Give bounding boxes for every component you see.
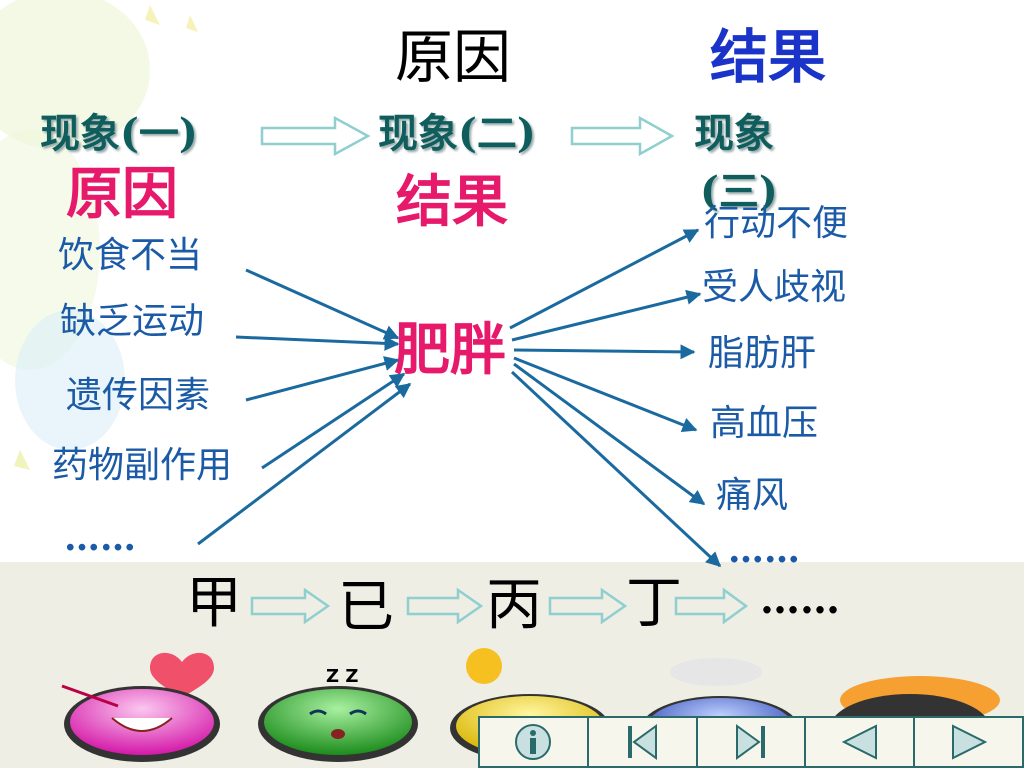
effect-arrow [510, 370, 722, 568]
phenomenon-3: 现象 [694, 110, 774, 157]
block-arrow [260, 115, 675, 157]
effect-arrow [509, 228, 700, 330]
cause-arrow [261, 372, 406, 470]
slide-navigation-bar [478, 716, 1024, 768]
chain-item: 丁 [626, 571, 682, 636]
effect-item: 痛风 [716, 475, 789, 516]
effect-item: 脂肪肝 [708, 333, 817, 374]
effect-item: 受人歧视 [702, 267, 847, 308]
chain-arrow [250, 587, 749, 625]
effect-item: 行动不便 [704, 203, 849, 244]
phenomenon-1: 现象(一) [40, 110, 198, 157]
prev-slide-button[interactable] [806, 718, 916, 766]
next-slide-button[interactable] [915, 718, 1022, 766]
effect-item-ellipsis: …… [728, 529, 800, 571]
cause-item: 饮食不当 [58, 235, 203, 276]
cause-arrow [245, 268, 400, 340]
cause-item: 缺乏运动 [60, 301, 205, 342]
svg-text:Z Z: Z Z [326, 666, 358, 687]
love-face-icon [61, 652, 220, 762]
last-slide-icon [735, 724, 765, 760]
chain-item: 已 [338, 575, 394, 640]
info-icon [515, 724, 552, 760]
effect-arrow [513, 344, 696, 360]
effect-arrow [511, 289, 702, 342]
effect-arrow [513, 362, 706, 506]
cause-item-ellipsis: …… [64, 517, 136, 559]
first-slide-button[interactable] [589, 718, 698, 766]
cause-item: 遗传因素 [66, 375, 211, 416]
cause-subheader: 原因 [66, 161, 178, 227]
decorative-background-art [0, 0, 198, 470]
info-button[interactable] [480, 718, 589, 766]
chain-item: 丙 [486, 573, 542, 638]
chain-item-ellipsis: …… [760, 576, 840, 623]
cause-arrow [197, 382, 412, 546]
result-header: 结果 [710, 23, 827, 91]
phenomenon-2: 现象(二) [378, 110, 536, 157]
slide-background [0, 0, 1024, 562]
phenomenon-3-suffix: (三) [700, 168, 778, 215]
prev-slide-icon [841, 724, 877, 760]
effect-arrow [513, 356, 698, 433]
result-subheader: 结果 [396, 169, 508, 235]
effect-item: 高血压 [710, 403, 819, 444]
cause-item: 药物副作用 [52, 445, 233, 486]
next-slide-icon [951, 724, 987, 760]
cause-arrow [235, 335, 400, 351]
cause-arrow [245, 356, 400, 402]
chain-item: 甲 [186, 571, 242, 636]
last-slide-button[interactable] [698, 718, 807, 766]
sleepy-face-icon: Z Z [258, 666, 418, 762]
cause-header: 原因 [395, 23, 512, 91]
first-slide-icon [628, 724, 658, 760]
obesity-center: 肥胖 [394, 317, 506, 383]
